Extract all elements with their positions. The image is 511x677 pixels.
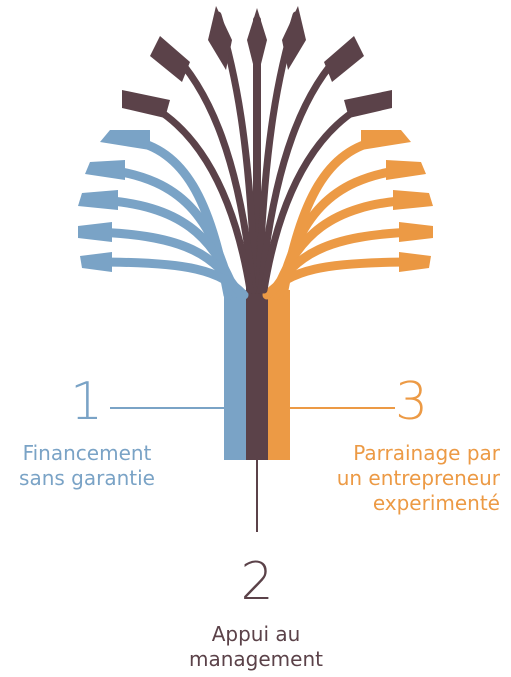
orange-leaf-tips: [361, 130, 433, 272]
trunk-dark: [246, 280, 268, 460]
item-2-label-line2: management: [189, 647, 323, 671]
item-2-label: Appui au management: [156, 622, 356, 672]
item-2-label-line1: Appui au: [211, 622, 301, 646]
item-3-label-line3: experimenté: [372, 491, 500, 515]
trunk-blue: [224, 290, 246, 460]
item-1-number: 1: [70, 372, 104, 432]
dark-leaf-tips: [122, 6, 392, 118]
item-2-number: 2: [240, 552, 274, 612]
item-1-label: Financement sans garantie: [8, 441, 166, 491]
item-3-number: 3: [395, 372, 429, 432]
item-3-label-line2: un entrepreneur: [336, 466, 500, 490]
blue-leaf-tips: [78, 130, 150, 272]
item-3-label: Parrainage par un entrepreneur experimen…: [322, 441, 500, 516]
item-3-label-line1: Parrainage par: [353, 441, 500, 465]
trunk-orange: [268, 290, 290, 460]
item-1-label-line2: sans garantie: [19, 466, 155, 490]
item-1-label-line1: Financement: [22, 441, 152, 465]
